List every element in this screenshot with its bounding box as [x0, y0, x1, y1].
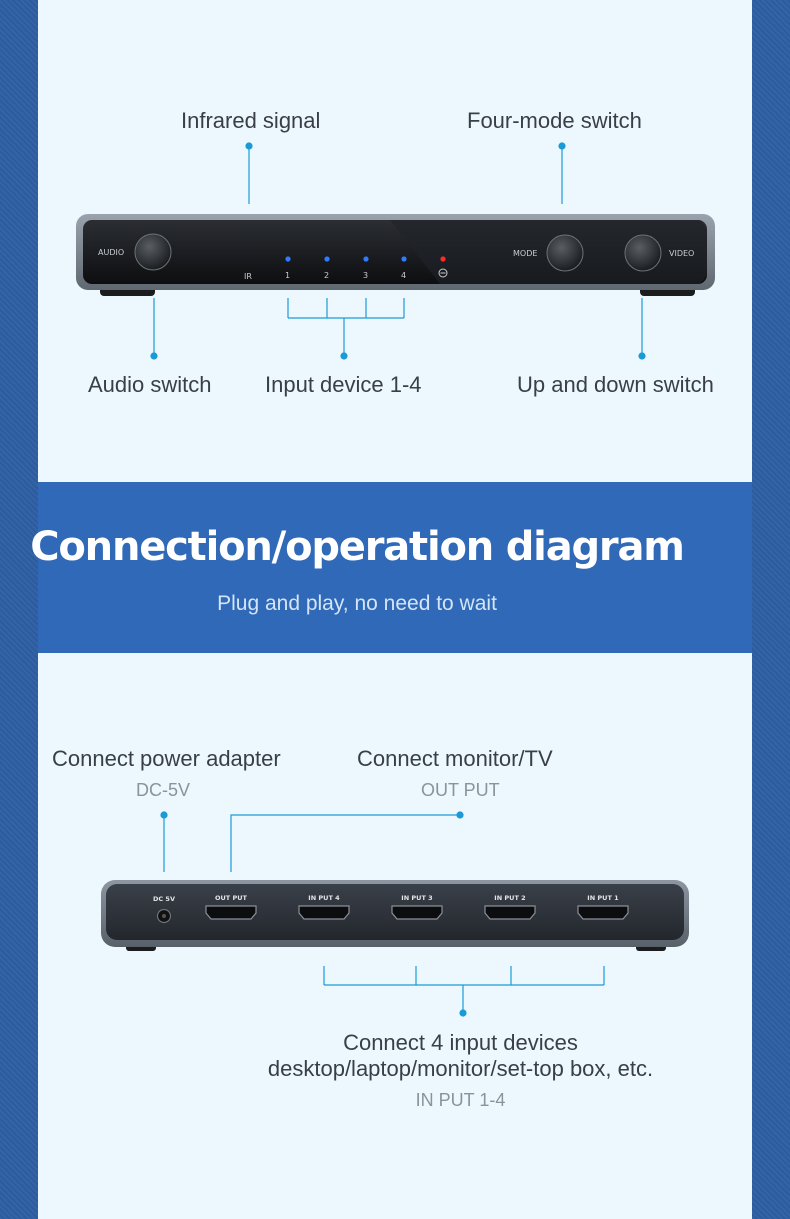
label-connect-monitor: Connect monitor/TV — [357, 746, 553, 771]
label-up-down-switch: Up and down switch — [517, 372, 714, 397]
device-led-number: 4 — [401, 271, 406, 280]
port-label-input-2: IN PUT 2 — [494, 894, 525, 902]
device-audio-text: AUDIO — [98, 248, 124, 257]
device-dc-text: DC 5V — [153, 895, 175, 903]
label-input-1-4: IN PUT 1-4 — [415, 1090, 506, 1110]
port-label-out-put: OUT PUT — [215, 894, 248, 902]
label-four-mode-switch: Four-mode switch — [467, 108, 642, 133]
port-label-input-1: IN PUT 1 — [587, 894, 619, 902]
label-dc-5v: DC-5V — [136, 780, 191, 800]
banner — [38, 482, 752, 653]
banner-title: Connection/operation diagram — [30, 524, 685, 570]
label-connect-inputs: Connect 4 input devices — [343, 1030, 578, 1055]
device-led-number: 3 — [363, 271, 368, 280]
port-label-input-4: IN PUT 4 — [308, 894, 340, 902]
banner-subtitle: Plug and play, no need to wait — [217, 592, 497, 615]
label-input-device: Input device 1-4 — [265, 372, 422, 397]
device-led-number: 1 — [285, 271, 290, 280]
label-out-put: OUT PUT — [421, 780, 500, 800]
device-video-text: VIDEO — [669, 249, 694, 258]
label-infrared-signal: Infrared signal — [181, 108, 321, 133]
label-connect-power-adapter: Connect power adapter — [52, 746, 281, 771]
label-input-device-types: desktop/laptop/monitor/set-top box, etc. — [267, 1056, 654, 1081]
label-audio-switch: Audio switch — [88, 372, 212, 397]
device-led-number: 2 — [324, 271, 329, 280]
device-front-illustration: AUDIO IR 1 2 3 4 MODE VIDEO — [76, 142, 715, 360]
device-mode-text: MODE — [513, 249, 537, 258]
port-label-input-3: IN PUT 3 — [401, 894, 432, 902]
device-ir-text: IR — [244, 272, 252, 281]
